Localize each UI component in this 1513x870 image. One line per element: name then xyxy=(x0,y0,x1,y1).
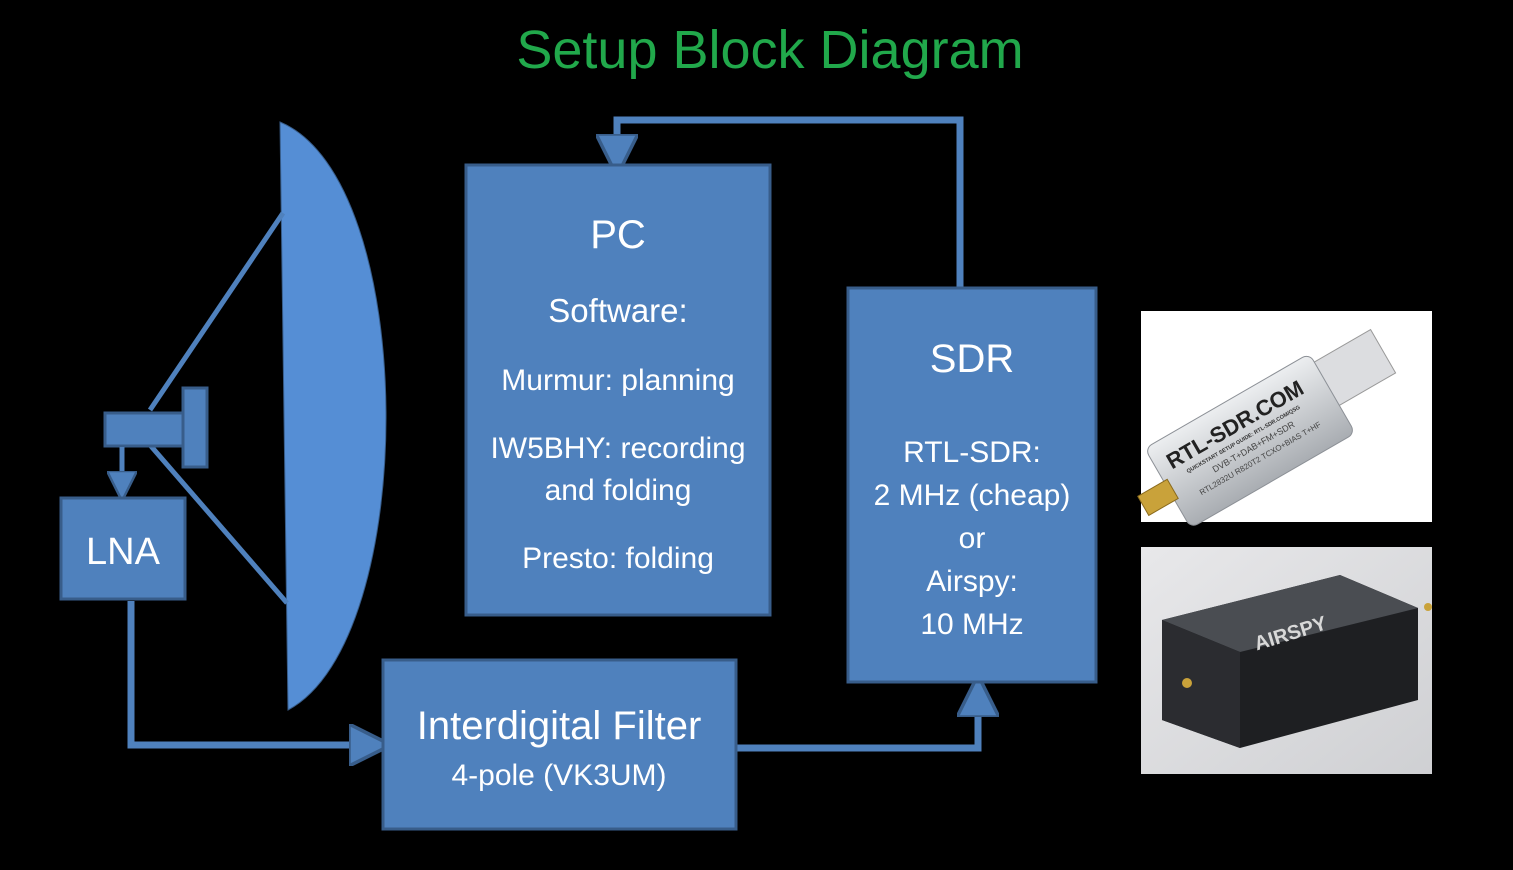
airspy-photo: AIRSPY xyxy=(1141,547,1432,774)
pc-software-line: Presto: folding xyxy=(522,542,714,575)
feed-horn-icon xyxy=(103,386,209,469)
filter-title: Interdigital Filter xyxy=(417,704,702,748)
pc-block: PC Software: Murmur: planning IW5BHY: re… xyxy=(464,163,772,617)
sdr-block: SDR RTL-SDR: 2 MHz (cheap) or Airspy: 10… xyxy=(846,286,1098,684)
sdr-title: SDR xyxy=(930,337,1014,381)
connector-filter-to-sdr xyxy=(737,696,978,752)
sdr-line: 10 MHz xyxy=(920,608,1023,641)
filter-subtitle: 4-pole (VK3UM) xyxy=(451,759,666,792)
connector-lna-to-filter xyxy=(127,601,370,745)
connector-sdr-to-pc xyxy=(617,116,964,288)
sdr-line: RTL-SDR: xyxy=(903,436,1041,469)
dish-antenna-icon xyxy=(147,121,387,711)
pc-software-line: IW5BHY: recording xyxy=(490,432,745,465)
pc-software-heading: Software: xyxy=(548,292,687,329)
pc-title: PC xyxy=(590,213,646,257)
sdr-line: or xyxy=(959,522,986,555)
filter-block: Interdigital Filter 4-pole (VK3UM) xyxy=(381,658,738,831)
pc-software-line: Murmur: planning xyxy=(501,364,734,397)
lna-block: LNA xyxy=(59,496,187,601)
page-title: Setup Block Diagram xyxy=(516,20,1023,80)
sdr-line: Airspy: xyxy=(926,565,1018,598)
sdr-line: 2 MHz (cheap) xyxy=(874,479,1071,512)
lna-label: LNA xyxy=(86,531,161,573)
rtl-sdr-photo: RTL-SDR.COM QUICKSTART SETUP GUIDE: RTL-… xyxy=(1137,311,1432,526)
pc-software-line: and folding xyxy=(545,474,692,507)
